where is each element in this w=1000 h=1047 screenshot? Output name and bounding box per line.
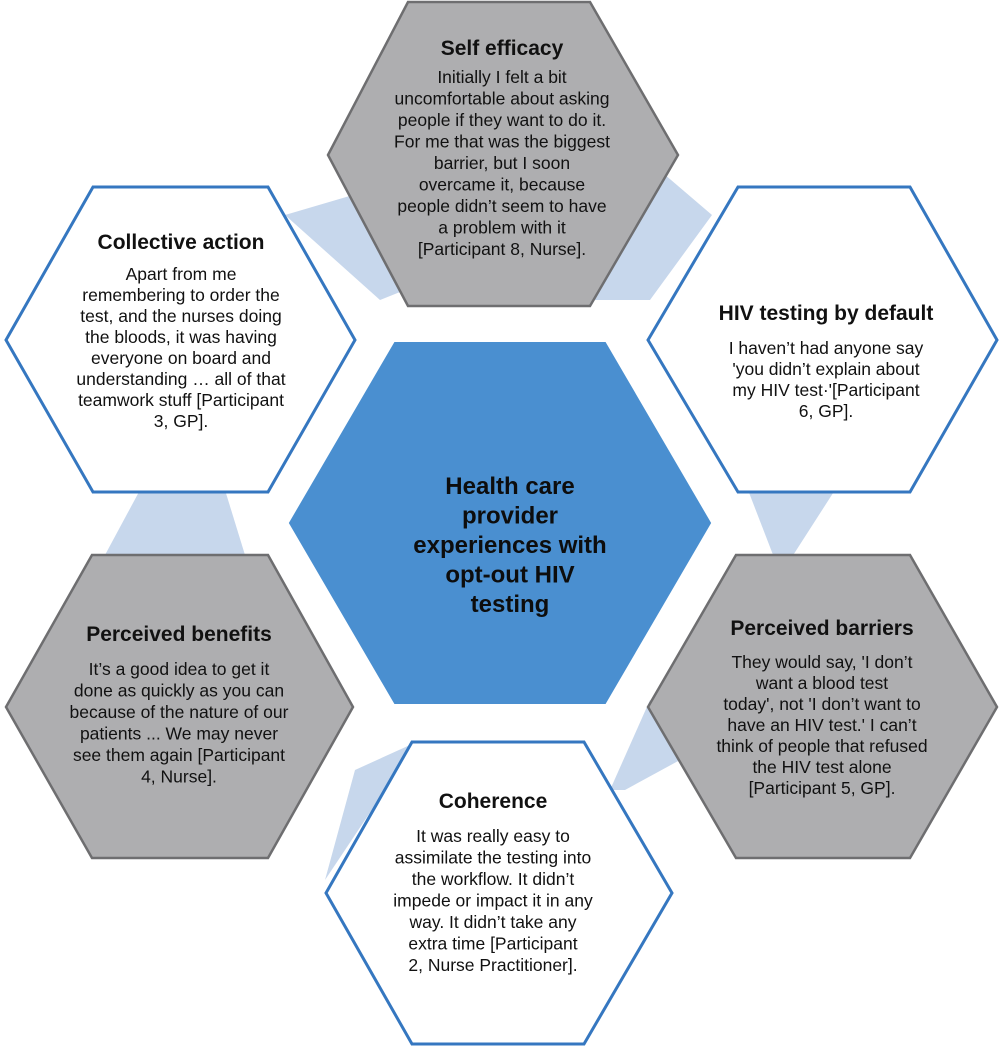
quote-line: Health care [445,473,574,500]
quote-line: 6, GP]. [799,401,853,421]
connector-hiv-testing-perceived-barriers [748,490,835,560]
quote-line: 3, GP]. [154,411,208,431]
quote-line: the bloods, it was having [85,327,277,347]
connector-bands [105,162,835,880]
quote-line: Apart from me [126,264,237,284]
hexagon-hiv-testing-by-default-shape [646,185,999,494]
quote-line: today', not 'I don’t want to [723,694,920,714]
quote-line: way. It didn’t take any [409,912,577,932]
quote-line: my HIV test·'[Participant [732,380,919,400]
quote-line: think of people that refused [716,736,927,756]
quote-line: impede or impact it in any [393,891,593,911]
quote-line: test, and the nurses doing [80,306,281,326]
quote-line: experiences with [413,532,606,559]
quote-line: people didn’t seem to have [397,196,606,216]
quote-line: [Participant 8, Nurse]. [418,239,586,259]
quote-line: It was really easy to [416,826,570,846]
quote-line: overcame it, because [419,175,585,195]
quote-line: testing [471,591,550,618]
self-efficacy-title: Self efficacy [441,37,564,60]
quote-line: remembering to order the [82,285,279,305]
quote-line: [Participant 5, GP]. [749,778,896,798]
quote-line: patients ... We may never [80,724,278,744]
quote-line: uncomfortable about asking [395,89,610,109]
quote-line: For me that was the biggest [394,132,610,152]
quote-line: done as quickly as you can [74,681,284,701]
perceived-barriers-title: Perceived barriers [730,617,913,640]
quote-line: It’s a good idea to get it [89,659,270,679]
quote-line: They would say, 'I don’t [731,652,912,672]
collective-action-title: Collective action [98,231,265,254]
hexagon-perceived-barriers-shape [646,553,999,860]
perceived-benefits-title: Perceived benefits [86,623,272,646]
quote-line: opt-out HIV [445,562,574,589]
hexagon-self-efficacy-shape [326,0,680,308]
quote-line: Initially I felt a bit [437,67,566,87]
hexagon-hiv-testing-by-default: HIV testing by default I haven’t had any… [646,185,999,494]
connector-perceived-benefits-collective-action [105,490,245,555]
hiv-testing-by-default-title: HIV testing by default [719,302,934,325]
quote-line: because of the nature of our [70,702,289,722]
quote-line: barrier, but I soon [434,153,570,173]
quote-line: a problem with it [438,218,566,238]
quote-line: teamwork stuff [Participant [78,390,284,410]
quote-line: people if they want to do it. [398,110,606,130]
quote-line: assimilate the testing into [395,848,592,868]
connector-coherence-perceived-benefits [325,745,410,880]
quote-line: 2, Nurse Practitioner]. [408,955,577,975]
connector-self-efficacy-hiv-testing [590,162,712,300]
quote-line: extra time [Participant [408,934,577,954]
hiv-testing-by-default-quote: I haven’t had anyone say'you didn’t expl… [729,338,924,421]
quote-line: provider [462,503,558,530]
quote-line: want a blood test [755,673,888,693]
quote-line: everyone on board and [91,348,271,368]
hexagon-perceived-barriers: Perceived barriers They would say, 'I do… [646,553,999,860]
connector-perceived-barriers-coherence [610,700,680,790]
hexagon-coherence-shape [324,740,674,1046]
hexagon-collective-action-shape [4,185,357,494]
quote-line: the workflow. It didn’t [412,869,575,889]
quote-line: 'you didn’t explain about [732,359,919,379]
hexagon-perceived-benefits-shape [4,553,355,860]
quote-line: have an HIV test.' I can’t [727,715,916,735]
quote-line: see them again [Participant [73,745,285,765]
quote-line: I haven’t had anyone say [729,338,924,358]
quote-line: the HIV test alone [752,757,891,777]
coherence-title: Coherence [439,790,548,813]
quote-line: 4, Nurse]. [141,767,217,787]
quote-line: understanding … all of that [76,369,285,389]
hexagon-center-shape [288,342,712,704]
hexagon-perceived-benefits: Perceived benefits It’s a good idea to g… [4,553,355,860]
